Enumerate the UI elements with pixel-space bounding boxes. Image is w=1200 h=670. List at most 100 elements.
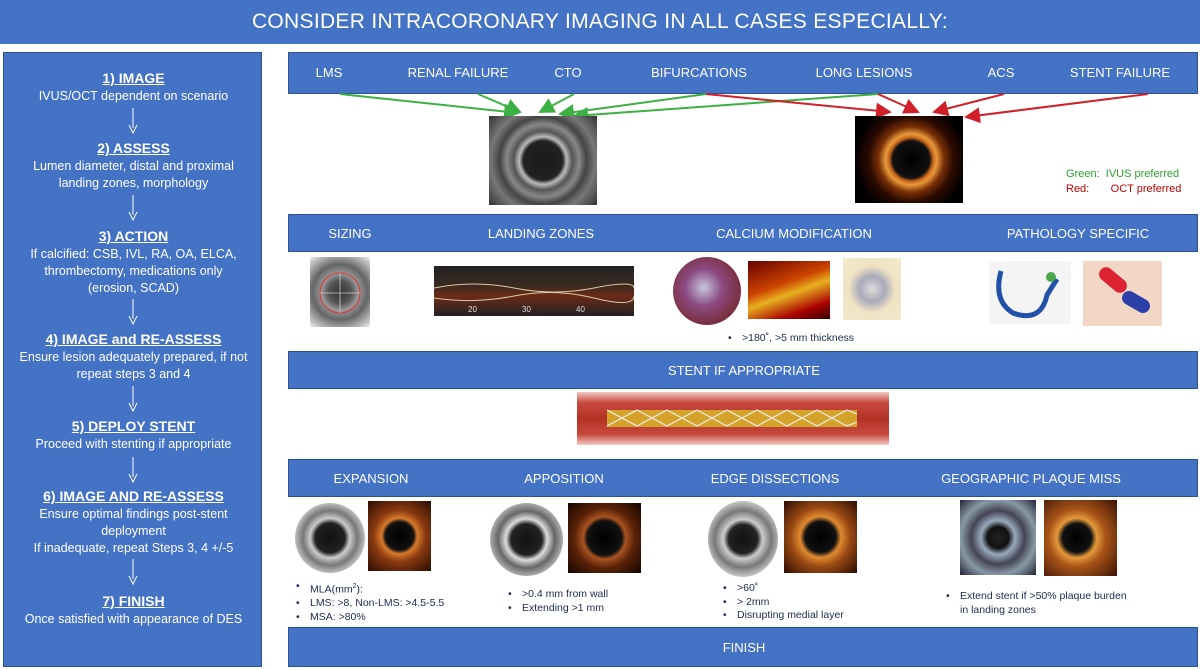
- scenario-lms: LMS: [315, 65, 343, 80]
- step-body: Ensure optimal findings post-stent: [39, 507, 228, 521]
- edge-item: >60˚: [723, 582, 844, 596]
- workflow-sidebar: 1) IMAGE IVUS/OCT dependent on scenario …: [3, 52, 262, 667]
- header-sizing: SIZING: [328, 226, 372, 241]
- down-arrow-icon: [128, 386, 138, 412]
- plaque-ivus-image: [960, 500, 1036, 575]
- apposition-oct-image: [568, 503, 641, 573]
- header-apposition: APPOSITION: [524, 471, 604, 486]
- post-stent-bar: EXPANSION APPOSITION EDGE DISSECTIONS GE…: [288, 459, 1198, 497]
- expansion-ivus-image: [295, 503, 365, 573]
- edge-item: > 2mm: [723, 596, 844, 610]
- step-4: 4) IMAGE and RE-ASSESS Ensure lesion ade…: [4, 330, 263, 383]
- ivus-image: [489, 116, 597, 205]
- step-heading: 6) IMAGE AND RE-ASSESS: [43, 488, 224, 504]
- stent-bar-label: STENT IF APPROPRIATE: [668, 363, 820, 378]
- step-body: Lumen diameter, distal and proximal: [33, 159, 234, 173]
- landing-tick-20: 20: [468, 305, 477, 314]
- legend-ivus: Green: IVUS preferred: [1066, 168, 1180, 180]
- edge-ivus-image: [708, 501, 778, 577]
- scenario-acs: ACS: [987, 65, 1015, 80]
- calcium-device-image-2: [748, 261, 830, 319]
- legend: Green: IVUS preferred Red: OCT preferred: [1066, 167, 1181, 197]
- oct-image: [855, 116, 963, 203]
- step-body: Proceed with stenting if appropriate: [35, 437, 232, 451]
- sizing-image: [310, 257, 370, 327]
- finish-label: FINISH: [722, 640, 766, 655]
- apposition-item: Extending >1 mm: [508, 602, 608, 616]
- edge-item: Disrupting medial layer: [723, 609, 844, 623]
- step-3: 3) ACTION If calcified: CSB, IVL, RA, OA…: [4, 227, 263, 297]
- step-body: Ensure lesion adequately prepared, if no…: [19, 350, 248, 364]
- step-heading: 1) IMAGE: [102, 70, 165, 86]
- step-body: repeat steps 3 and 4: [76, 367, 191, 381]
- calcium-device-image-1: [673, 257, 741, 325]
- edge-oct-image: [784, 501, 857, 573]
- plaque-oct-image: [1044, 500, 1117, 576]
- landing-tick-30: 30: [522, 305, 531, 314]
- down-arrow-icon: [128, 457, 138, 483]
- step-heading: 5) DEPLOY STENT: [71, 418, 196, 434]
- landing-zone-image: 20 30 40: [434, 266, 634, 316]
- step-body: thrombectomy, medications only: [44, 264, 223, 278]
- msa-item: MSA: >80%: [296, 611, 444, 625]
- step-body: IVUS/OCT dependent on scenario: [38, 89, 229, 103]
- down-arrow-icon: [128, 299, 138, 325]
- step-2: 2) ASSESS Lumen diameter, distal and pro…: [4, 139, 263, 192]
- header-pathology-specific: PATHOLOGY SPECIFIC: [1006, 226, 1150, 241]
- header-expansion: EXPANSION: [333, 471, 409, 486]
- pathology-catheter-image: [989, 261, 1071, 324]
- header-edge-dissections: EDGE DISSECTIONS: [710, 471, 840, 486]
- scenario-bifurcations: BIFURCATIONS: [651, 65, 747, 80]
- expansion-oct-image: [368, 501, 431, 571]
- finish-bar: FINISH: [288, 627, 1198, 667]
- main-title: CONSIDER INTRACORONARY IMAGING IN ALL CA…: [0, 0, 1200, 44]
- scenario-renal-failure: RENAL FAILURE: [407, 65, 509, 80]
- down-arrow-icon: [128, 195, 138, 221]
- legend-oct: Red: OCT preferred: [1066, 183, 1182, 195]
- landing-tick-40: 40: [576, 305, 585, 314]
- ivus-arrows: [339, 93, 879, 123]
- step-7: 7) FINISH Once satisfied with appearance…: [4, 592, 263, 628]
- step-heading: 2) ASSESS: [97, 140, 170, 156]
- step-body: (erosion, SCAD): [88, 281, 179, 295]
- calcium-note-list: >180˚, >5 mm thickness: [728, 332, 854, 346]
- step-heading: 4) IMAGE and RE-ASSESS: [45, 331, 222, 347]
- stent-image: [577, 392, 889, 445]
- preparation-bar: SIZING LANDING ZONES CALCIUM MODIFICATIO…: [288, 214, 1198, 252]
- apposition-ivus-image: [490, 503, 563, 576]
- apposition-criteria: >0.4 mm from wall Extending >1 mm: [508, 588, 608, 615]
- expansion-criteria: MLA(mm2): LMS: >8, Non-LMS: >4.5-5.5 MSA…: [296, 580, 444, 624]
- calcium-device-image-3: [843, 258, 901, 320]
- apposition-item: >0.4 mm from wall: [508, 588, 608, 602]
- edge-criteria: >60˚ > 2mm Disrupting medial layer: [723, 582, 844, 623]
- mla-item: MLA(mm2):: [296, 580, 444, 597]
- header-geographic-plaque-miss: GEOGRAPHIC PLAQUE MISS: [941, 471, 1121, 486]
- preference-arrows: [339, 93, 1149, 124]
- scenario-stent-failure: STENT FAILURE: [1069, 65, 1171, 80]
- step-body: If calcified: CSB, IVL, RA, OA, ELCA,: [30, 247, 237, 261]
- down-arrow-icon: [128, 108, 138, 134]
- step-heading: 7) FINISH: [102, 593, 165, 609]
- scenario-cto: CTO: [554, 65, 582, 80]
- step-6: 6) IMAGE AND RE-ASSESS Ensure optimal fi…: [4, 487, 263, 557]
- main-title-text: CONSIDER INTRACORONARY IMAGING IN ALL CA…: [251, 10, 949, 33]
- calcium-note: >180˚, >5 mm thickness: [728, 332, 854, 346]
- down-arrow-icon: [128, 559, 138, 585]
- step-body: landing zones, morphology: [58, 176, 209, 190]
- scenario-long-lesions: LONG LESIONS: [815, 65, 913, 80]
- header-calcium-modification: CALCIUM MODIFICATION: [716, 226, 872, 241]
- oct-arrows: [705, 93, 1149, 124]
- step-1: 1) IMAGE IVUS/OCT dependent on scenario: [4, 69, 263, 105]
- lms-item: LMS: >8, Non-LMS: >4.5-5.5: [296, 597, 444, 611]
- header-landing-zones: LANDING ZONES: [487, 226, 595, 241]
- step-body: If inadequate, repeat Steps 3, 4 +/-5: [33, 541, 234, 555]
- scenario-bar: LMS RENAL FAILURE CTO BIFURCATIONS LONG …: [288, 52, 1198, 94]
- step-body: Once satisfied with appearance of DES: [24, 612, 243, 626]
- pathology-medication-image: [1083, 261, 1162, 326]
- step-body: deployment: [101, 524, 166, 538]
- step-heading: 3) ACTION: [98, 228, 169, 244]
- step-5: 5) DEPLOY STENT Proceed with stenting if…: [4, 417, 263, 453]
- stent-bar: STENT IF APPROPRIATE: [288, 351, 1198, 389]
